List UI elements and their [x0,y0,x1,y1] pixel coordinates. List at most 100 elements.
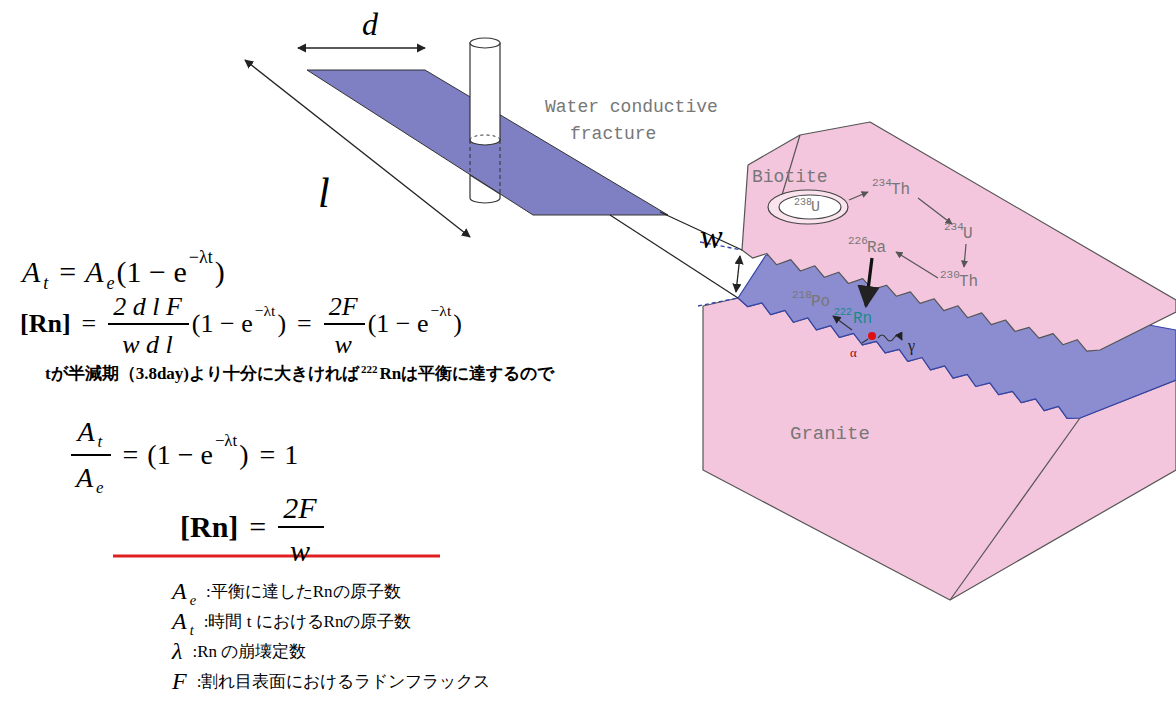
equation-term: e [96,480,103,497]
nuclide-label: Ra [867,240,886,256]
equation-term: t [98,434,103,451]
symbol-definition: :平衡に達したRnの原子数 [206,583,401,600]
block-edge [950,418,1080,600]
dimension-arrow [298,47,425,48]
borehole-bottom [470,175,500,203]
uranium-site [779,195,841,219]
equation-term: w d l [122,332,173,358]
symbol-definition: λ [172,639,182,663]
decay-arrow [918,198,952,224]
equation-row: Ae :平衡に達したRnの原子数 [172,576,403,607]
nuclide-label: 234 [872,178,892,189]
equation-term: 2F [283,493,316,523]
equation-term: = [297,311,312,337]
result-underline [113,555,440,558]
denominator: w [324,325,365,358]
nuclide-label: 226 [848,236,868,247]
alpha-particle [868,332,876,340]
symbol-definition: :時間 t におけるRnの原子数 [204,613,412,630]
numerator: At [71,413,111,456]
equation-term: w [335,332,352,358]
equation-term: A [85,257,103,287]
denominator: w d l [108,325,189,358]
biotite-grain [768,190,848,224]
equation-term: A [76,464,93,492]
equation-term: ) [277,311,286,337]
equation-term: w [290,536,310,566]
symbol-definition: A [172,579,187,603]
equation-term: [Rn] [20,311,71,337]
equation-row: [Rn]=2 d l Fw d l(1 − e−λt)=2Fw(1 − e−λt… [20,290,464,358]
nuclide-label: U [811,200,820,215]
note-text: tが半減期（3.8day)より十分に大きければ [45,364,359,383]
decay-arrow [964,244,966,267]
aperture-arrow [736,256,740,292]
symbol-definition: :割れ目表面におけるラドンフラックス [197,673,491,690]
symbol-definition: F [172,669,187,693]
equation-term: = [249,512,266,542]
equation-row: λ :Rn の崩壊定数 [172,636,308,663]
equation-term: (1 − e [117,257,187,287]
equation-term: = [260,441,276,469]
dimension-label: d [362,8,378,40]
dimension-arrow [245,60,470,237]
equation-term: 2 d l F [113,294,182,320]
equation-term: −λt [189,248,213,266]
borehole-hidden [470,135,500,140]
fraction: 2 d l F w d l [108,290,189,358]
symbol-definition: :Rn の崩壊定数 [192,643,306,660]
nuclide-label: Th [891,182,910,198]
equation-term: 2F [329,294,358,320]
equation-row: AtAe=(1 − e−λt)=1 [68,413,300,497]
nuclide-label: 230 [940,270,960,281]
equation-row: F :割れ目表面におけるラドンフラックス [172,666,492,693]
gamma-ray [878,335,902,341]
equation-row: [Rn]=2Fw [180,488,327,566]
symbol-definition: A [172,609,187,633]
fraction: AtAe [71,413,111,497]
denominator: w [278,528,323,566]
equation-term: ) [239,441,248,469]
nuclide-label: Rn [853,311,872,327]
biotite-granite-block [742,122,1176,351]
nuclide-label: U [963,226,973,242]
note-text: 222 [361,363,378,375]
fracture-label: Water conductive [545,98,718,116]
equation-term: 1 [284,441,298,469]
note-paragraph: tが半減期（3.8day)より十分に大きければ222Rnは平衡に達するので [45,362,605,387]
equation-term: (1 − e [147,441,213,469]
numerator: 2F [278,488,323,528]
nuclide-label: 234 [944,222,964,233]
symbol-definition: e [190,593,196,607]
dimension-label: l [318,172,330,214]
fraction: 2F w [278,488,323,566]
denominator: Ae [71,456,111,497]
fraction: 2F w [324,290,365,358]
equation-term: −λt [255,303,276,319]
dimension-label: w [700,220,723,254]
mineral-label: Biotite [752,168,828,186]
equation-term: −λt [215,433,237,450]
equation-term: −λt [431,303,452,319]
equation-row: At=Ae(1 − e−λt) [22,248,227,292]
leader-line [610,215,738,298]
equation-term: = [59,257,76,287]
equation-term: ) [215,257,225,287]
radiation-symbol: α [850,346,857,359]
equation-term: = [82,311,97,337]
nuclide-label: Po [811,294,830,310]
radon-emanation-arrow [866,258,872,306]
borehole-hidden [500,140,501,194]
nuclide-label: 222 [834,308,852,318]
equation-term: ) [453,311,462,337]
decay-arrow [833,316,852,330]
equation-term: = [123,441,139,469]
equation-term: (1 − e [368,311,429,337]
equation-term: t [43,274,48,292]
numerator: 2 d l F [108,290,189,325]
borehole [470,43,500,145]
fracture-label: fracture [570,125,656,143]
numerator: 2F [324,290,365,325]
nuclide-label: 238 [794,198,812,208]
